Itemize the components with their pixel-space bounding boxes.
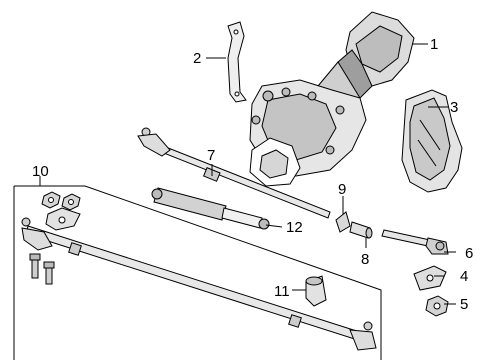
callout-3: 3 bbox=[450, 99, 458, 116]
callout-12: 12 bbox=[286, 219, 303, 236]
tie-rod-kit-frame bbox=[13, 185, 382, 360]
clamp bbox=[413, 265, 447, 291]
steering-gear-assembly bbox=[249, 11, 415, 187]
sleeve bbox=[349, 221, 373, 239]
callout-labels: 1 2 3 4 5 6 7 8 9 10 11 12 bbox=[32, 36, 473, 313]
callout-7: 7 bbox=[207, 147, 215, 164]
callout-1: 1 bbox=[430, 36, 438, 53]
nut bbox=[425, 295, 449, 317]
clip bbox=[335, 211, 351, 233]
steering-damper bbox=[151, 187, 270, 230]
leader-lines bbox=[39, 43, 456, 305]
callout-6: 6 bbox=[465, 245, 473, 262]
callout-8: 8 bbox=[361, 251, 369, 268]
callout-5: 5 bbox=[460, 296, 468, 313]
heat-shield bbox=[401, 89, 463, 193]
bushing bbox=[305, 275, 327, 307]
callout-4: 4 bbox=[460, 268, 468, 285]
callout-9: 9 bbox=[338, 181, 346, 198]
bracket bbox=[227, 21, 247, 103]
tie-rod-end bbox=[381, 229, 449, 255]
callout-11: 11 bbox=[274, 283, 290, 300]
callout-10: 10 bbox=[32, 163, 49, 180]
tie-rod-kit-parts bbox=[21, 191, 377, 351]
callout-2: 2 bbox=[193, 50, 201, 67]
